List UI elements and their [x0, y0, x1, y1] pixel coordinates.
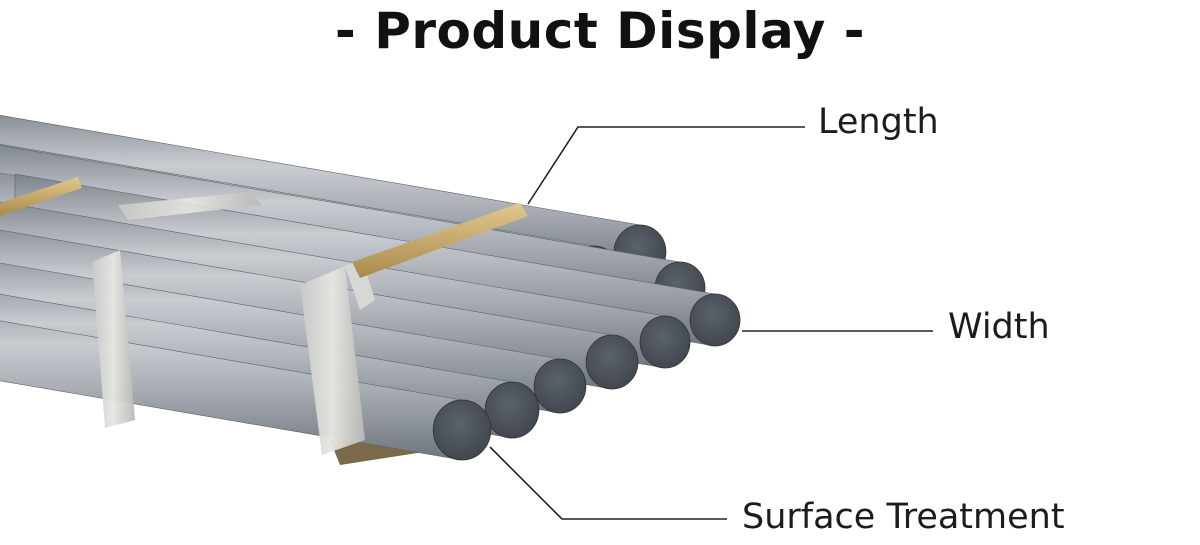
length-leader-line: [527, 126, 805, 205]
length-label: Length: [818, 102, 939, 142]
wood-strip-top: [352, 203, 528, 278]
bar-end-cap: [484, 381, 540, 439]
page-title: - Product Display -: [335, 2, 865, 60]
bar-end-cap: [689, 293, 741, 347]
bar-end-cap: [432, 399, 492, 461]
bar-end-cap: [639, 315, 691, 369]
wood-strip-left: [0, 177, 82, 216]
width-label: Width: [948, 307, 1050, 347]
surface-leader-line: [489, 446, 727, 520]
strap-band-right: [300, 258, 375, 455]
surface-treatment-label: Surface Treatment: [742, 497, 1065, 537]
strap-band-left: [92, 192, 262, 428]
callout-lines: [489, 126, 933, 520]
bar-end-cap: [585, 334, 639, 390]
bar-end-cap: [533, 358, 587, 414]
